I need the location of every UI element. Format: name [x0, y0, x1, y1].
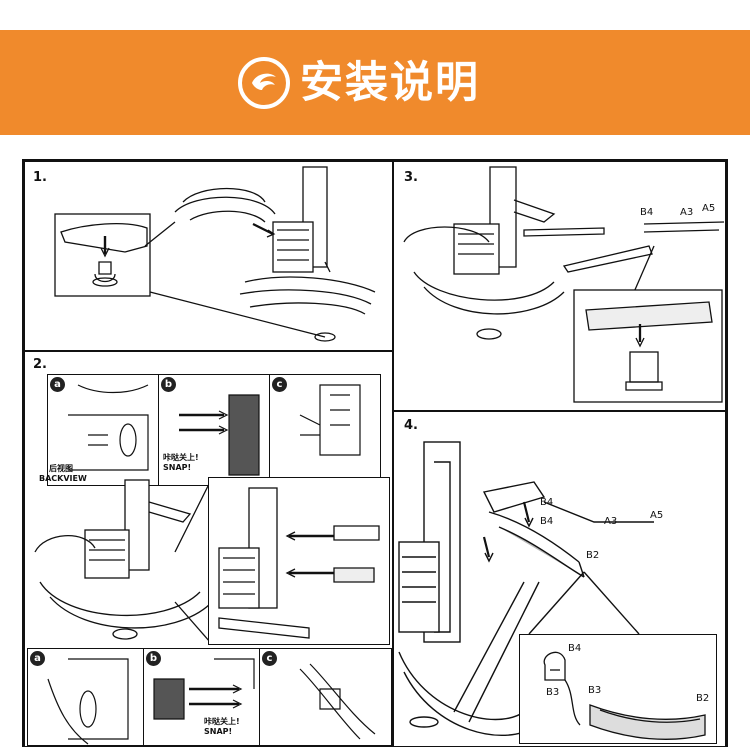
part-label-a5: A5 [702, 203, 716, 214]
sub-letter: c [272, 377, 287, 392]
step-2c2-illustration [299, 663, 376, 740]
step-4-inset: B4 B3 B3 B2 [519, 634, 717, 744]
page-title: 安装说明 [300, 58, 480, 108]
part-label-b4-mid: B4 [540, 516, 554, 527]
snap-caption-cn: 咔哒关上! [163, 453, 199, 462]
step-2c2-panel: c [259, 648, 392, 746]
step-2-inset [208, 477, 390, 645]
step-2-panel: 2. a 后视图 BACKVIEW b 咔哒关上! SNAP! c [24, 351, 393, 747]
snap-caption-cn: 咔哒关上! [204, 717, 240, 726]
step-2b2-panel: b 咔哒关上! SNAP! [143, 648, 261, 746]
step-1-panel: 1. [24, 161, 393, 351]
snap-caption-en: SNAP! [163, 463, 192, 472]
sub-letter: b [161, 377, 176, 392]
step-number: 4. [404, 418, 418, 433]
step-2c-illustration [299, 384, 361, 456]
instructions-frame [22, 159, 728, 747]
sub-letter: a [50, 377, 65, 392]
inset-label-b3b: B3 [588, 685, 602, 696]
step-2-inset-illustration [218, 487, 380, 639]
step-number: 1. [33, 170, 47, 185]
step-number: 2. [33, 357, 47, 372]
back-view-caption-cn: 后视图 [49, 464, 73, 473]
step-2-illustration [34, 479, 211, 643]
step-2a2-panel: a [27, 648, 145, 746]
step-2b-illustration [179, 394, 260, 476]
step-2a-panel: a [47, 374, 159, 486]
step-2c-panel: c [269, 374, 381, 486]
orange-swirl-logo-icon [238, 57, 290, 109]
step-number: 3. [404, 170, 418, 185]
sub-letter: c [262, 651, 277, 666]
sub-letter: b [146, 651, 161, 666]
step-2a2-illustration [47, 658, 129, 745]
inset-label-b2: B2 [696, 693, 710, 704]
part-label-b2: B2 [586, 550, 600, 561]
step-2a-illustration [68, 384, 149, 471]
step-4-panel: 4. B4 B4 A3 A5 B2 B4 [393, 411, 726, 747]
inset-label-b4: B4 [568, 643, 582, 654]
step-4-inset-illustration [543, 651, 706, 740]
snap-caption-en: SNAP! [204, 727, 233, 736]
part-label-a3: A3 [680, 207, 694, 218]
step-3-illustration [403, 166, 725, 403]
sub-letter: a [30, 651, 45, 666]
step-2b2-illustration [153, 658, 255, 720]
header-banner [0, 30, 750, 135]
step-4-illustration [398, 441, 654, 737]
part-label-b4: B4 [640, 207, 654, 218]
step-1-illustration [54, 166, 376, 342]
step-2b-panel: b 咔哒关上! SNAP! [158, 374, 270, 486]
step-3-panel: 3. B4 A3 A5 [393, 161, 726, 411]
inset-label-b3a: B3 [546, 687, 560, 698]
part-label-a5: A5 [650, 510, 664, 521]
back-view-caption-en: BACKVIEW [39, 474, 87, 483]
